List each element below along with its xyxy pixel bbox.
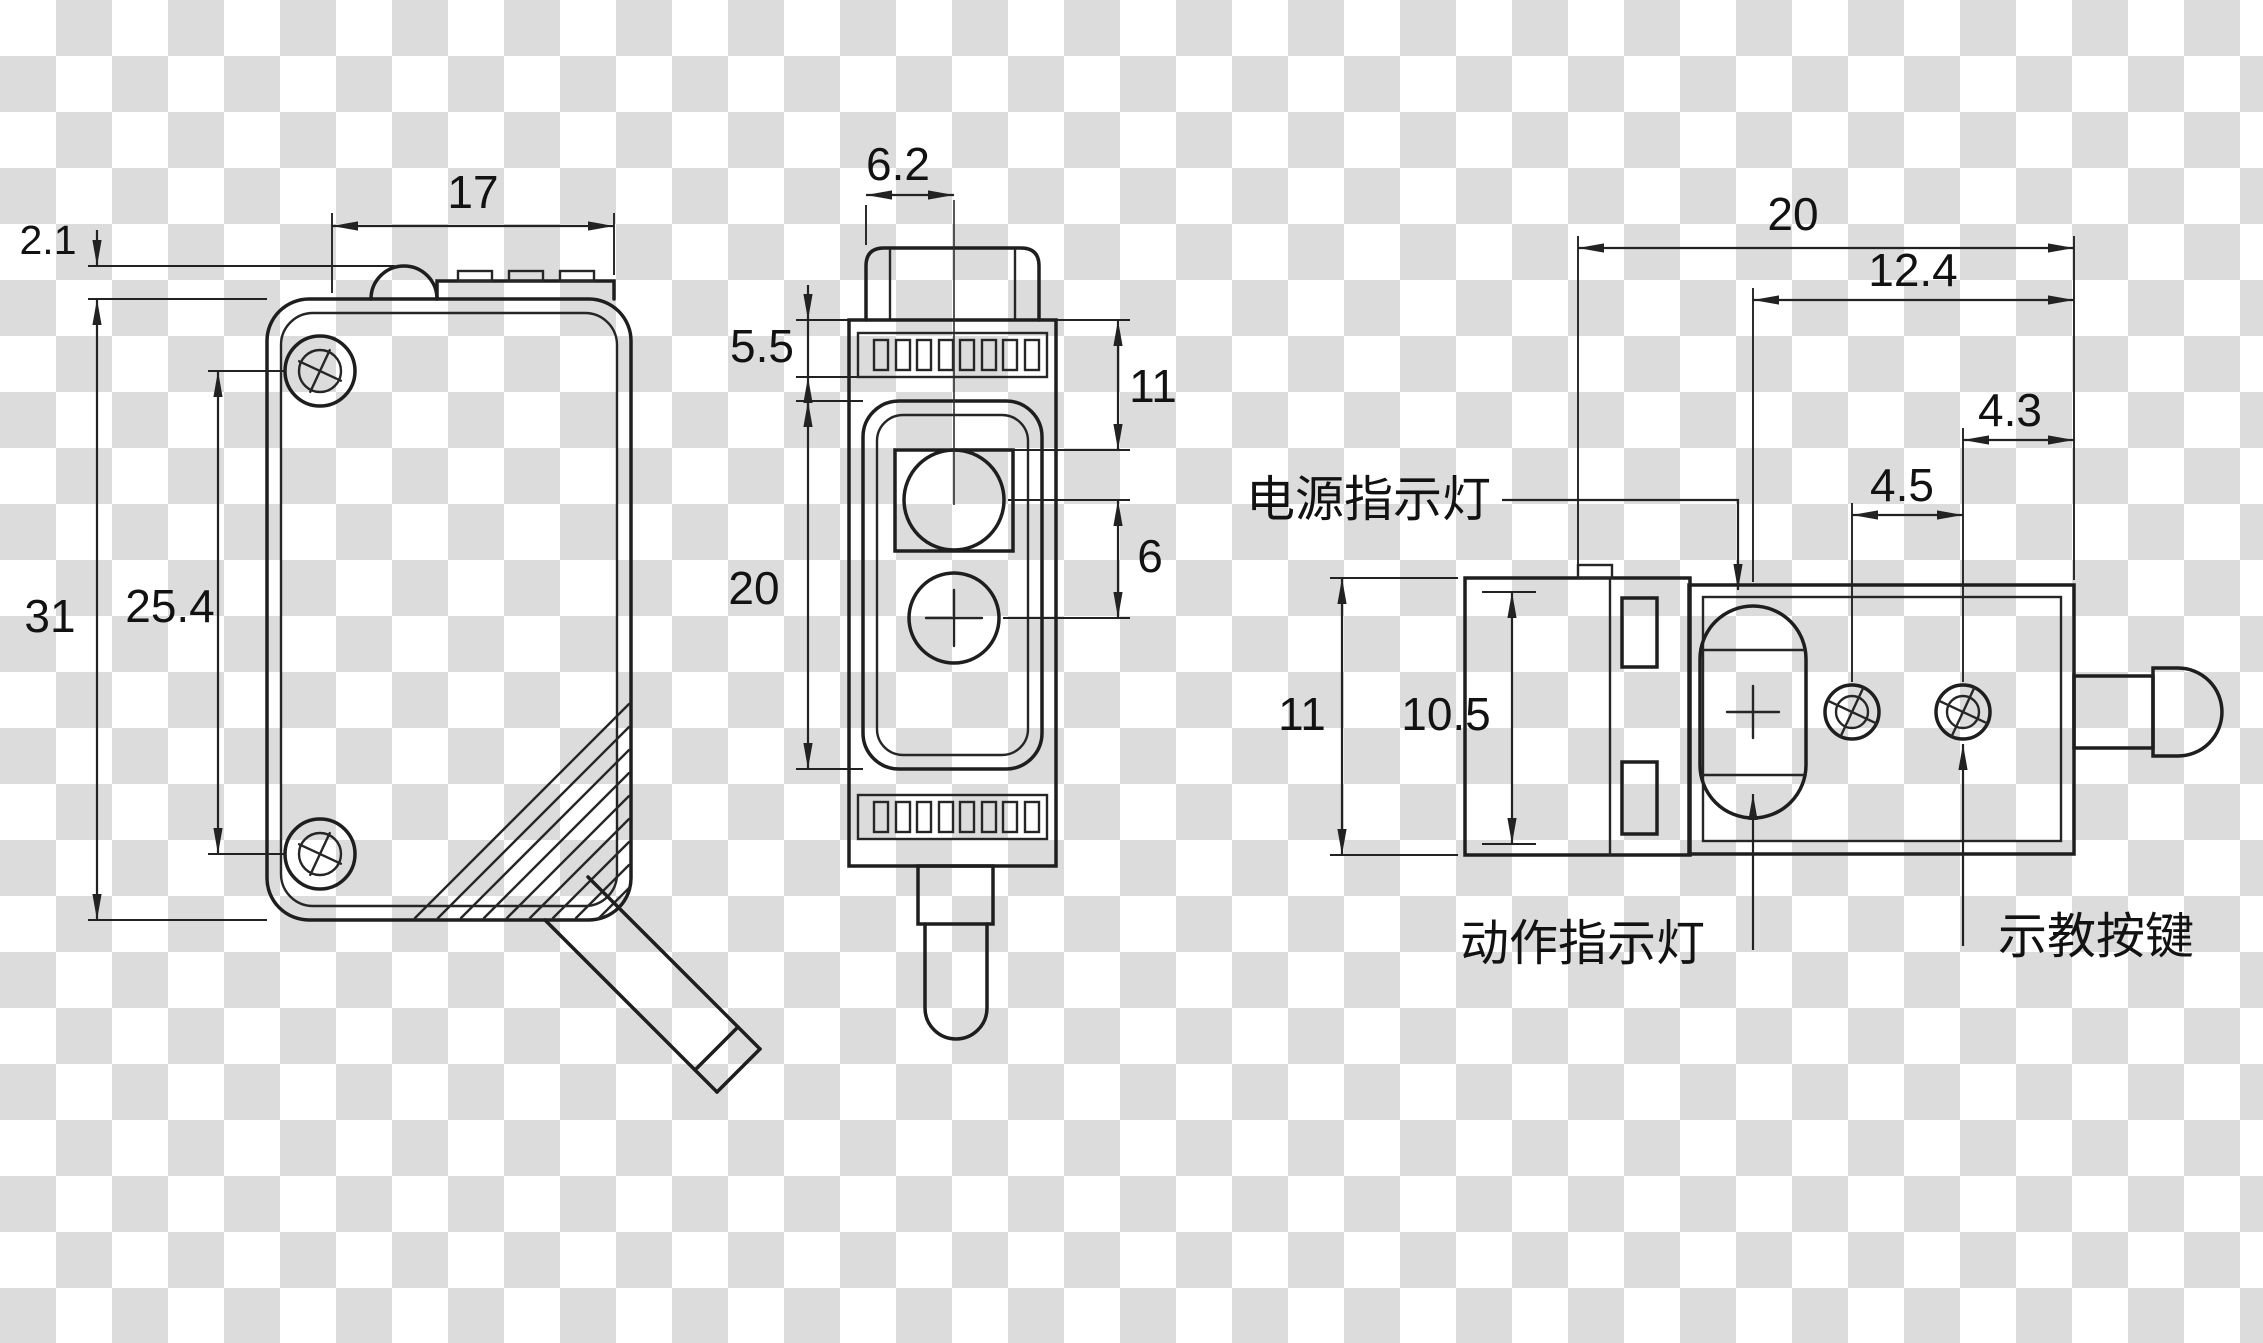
front-top-tab: [558, 269, 596, 283]
receiver-lens: [907, 571, 1001, 665]
dim-side-connector-width: 6.2: [866, 138, 930, 190]
top-screw-left: [1823, 683, 1881, 741]
top-body-outline: [1687, 583, 2076, 856]
top-connector-stub: [2072, 674, 2155, 750]
teach-button: [1934, 683, 1992, 741]
side-cable-stub: [923, 922, 989, 1041]
dim-side-top-section: 5.5: [730, 320, 794, 372]
top-view: 20 12.4 4.3 4.5 11 10.5 电源指示灯 动作指示灯 示教按键: [1246, 188, 2224, 971]
dim-top-inner-width: 12.4: [1868, 244, 1958, 296]
dim-side-window-height: 20: [728, 562, 779, 614]
dim-front-width: 17: [447, 166, 498, 218]
dim-front-hole-spacing: 25.4: [125, 580, 215, 632]
top-body-inner: [1701, 595, 2063, 843]
front-top-dome: [369, 264, 439, 301]
side-window-inner: [875, 413, 1030, 757]
side-window-outline: [861, 399, 1044, 771]
side-connector-cap: [864, 246, 1041, 322]
front-top-tab: [456, 269, 494, 283]
side-view: 6.2 5.5 20 11 6: [728, 138, 1177, 1041]
front-screw-hole-bottom: [283, 817, 357, 891]
label-action-indicator: 动作指示灯: [1460, 917, 1705, 971]
front-body-outline: [265, 297, 633, 922]
front-screw-hole-top: [283, 334, 357, 408]
label-power-indicator: 电源指示灯: [1246, 473, 1491, 527]
dim-front-cap-height: 2.1: [20, 217, 77, 263]
side-rib-band-bottom: [856, 793, 1049, 841]
dim-top-screw-to-edge: 4.3: [1978, 384, 2042, 436]
indicator-window: [1698, 604, 1808, 820]
side-cable-bushing: [916, 864, 995, 926]
top-bracket-lip: [1576, 563, 1614, 580]
leader-power-indicator: [1502, 498, 1743, 590]
top-bracket-slot: [1620, 596, 1659, 669]
top-bracket-slot: [1620, 760, 1659, 836]
side-rib-band-top: [856, 331, 1049, 379]
front-top-tab: [507, 269, 545, 283]
dim-side-lens-spacing: 6: [1137, 530, 1163, 582]
dim-side-lens-offset: 11: [1129, 360, 1177, 412]
cable: [543, 875, 762, 1094]
top-connector-tip: [2151, 666, 2224, 758]
dim-top-screw-spacing: 4.5: [1870, 459, 1934, 511]
front-top-strip: [435, 279, 616, 301]
front-view: 17 2.1 31 25.4: [20, 166, 762, 1094]
dim-top-width: 20: [1767, 188, 1818, 240]
front-body-inner-line: [279, 311, 619, 908]
cable-strands-hatch: [413, 702, 631, 920]
dim-front-height: 31: [24, 590, 75, 642]
label-teach-button: 示教按键: [1998, 910, 2194, 964]
dim-top-depth: 11: [1278, 688, 1326, 740]
dim-top-inner-depth: 10.5: [1401, 688, 1491, 740]
